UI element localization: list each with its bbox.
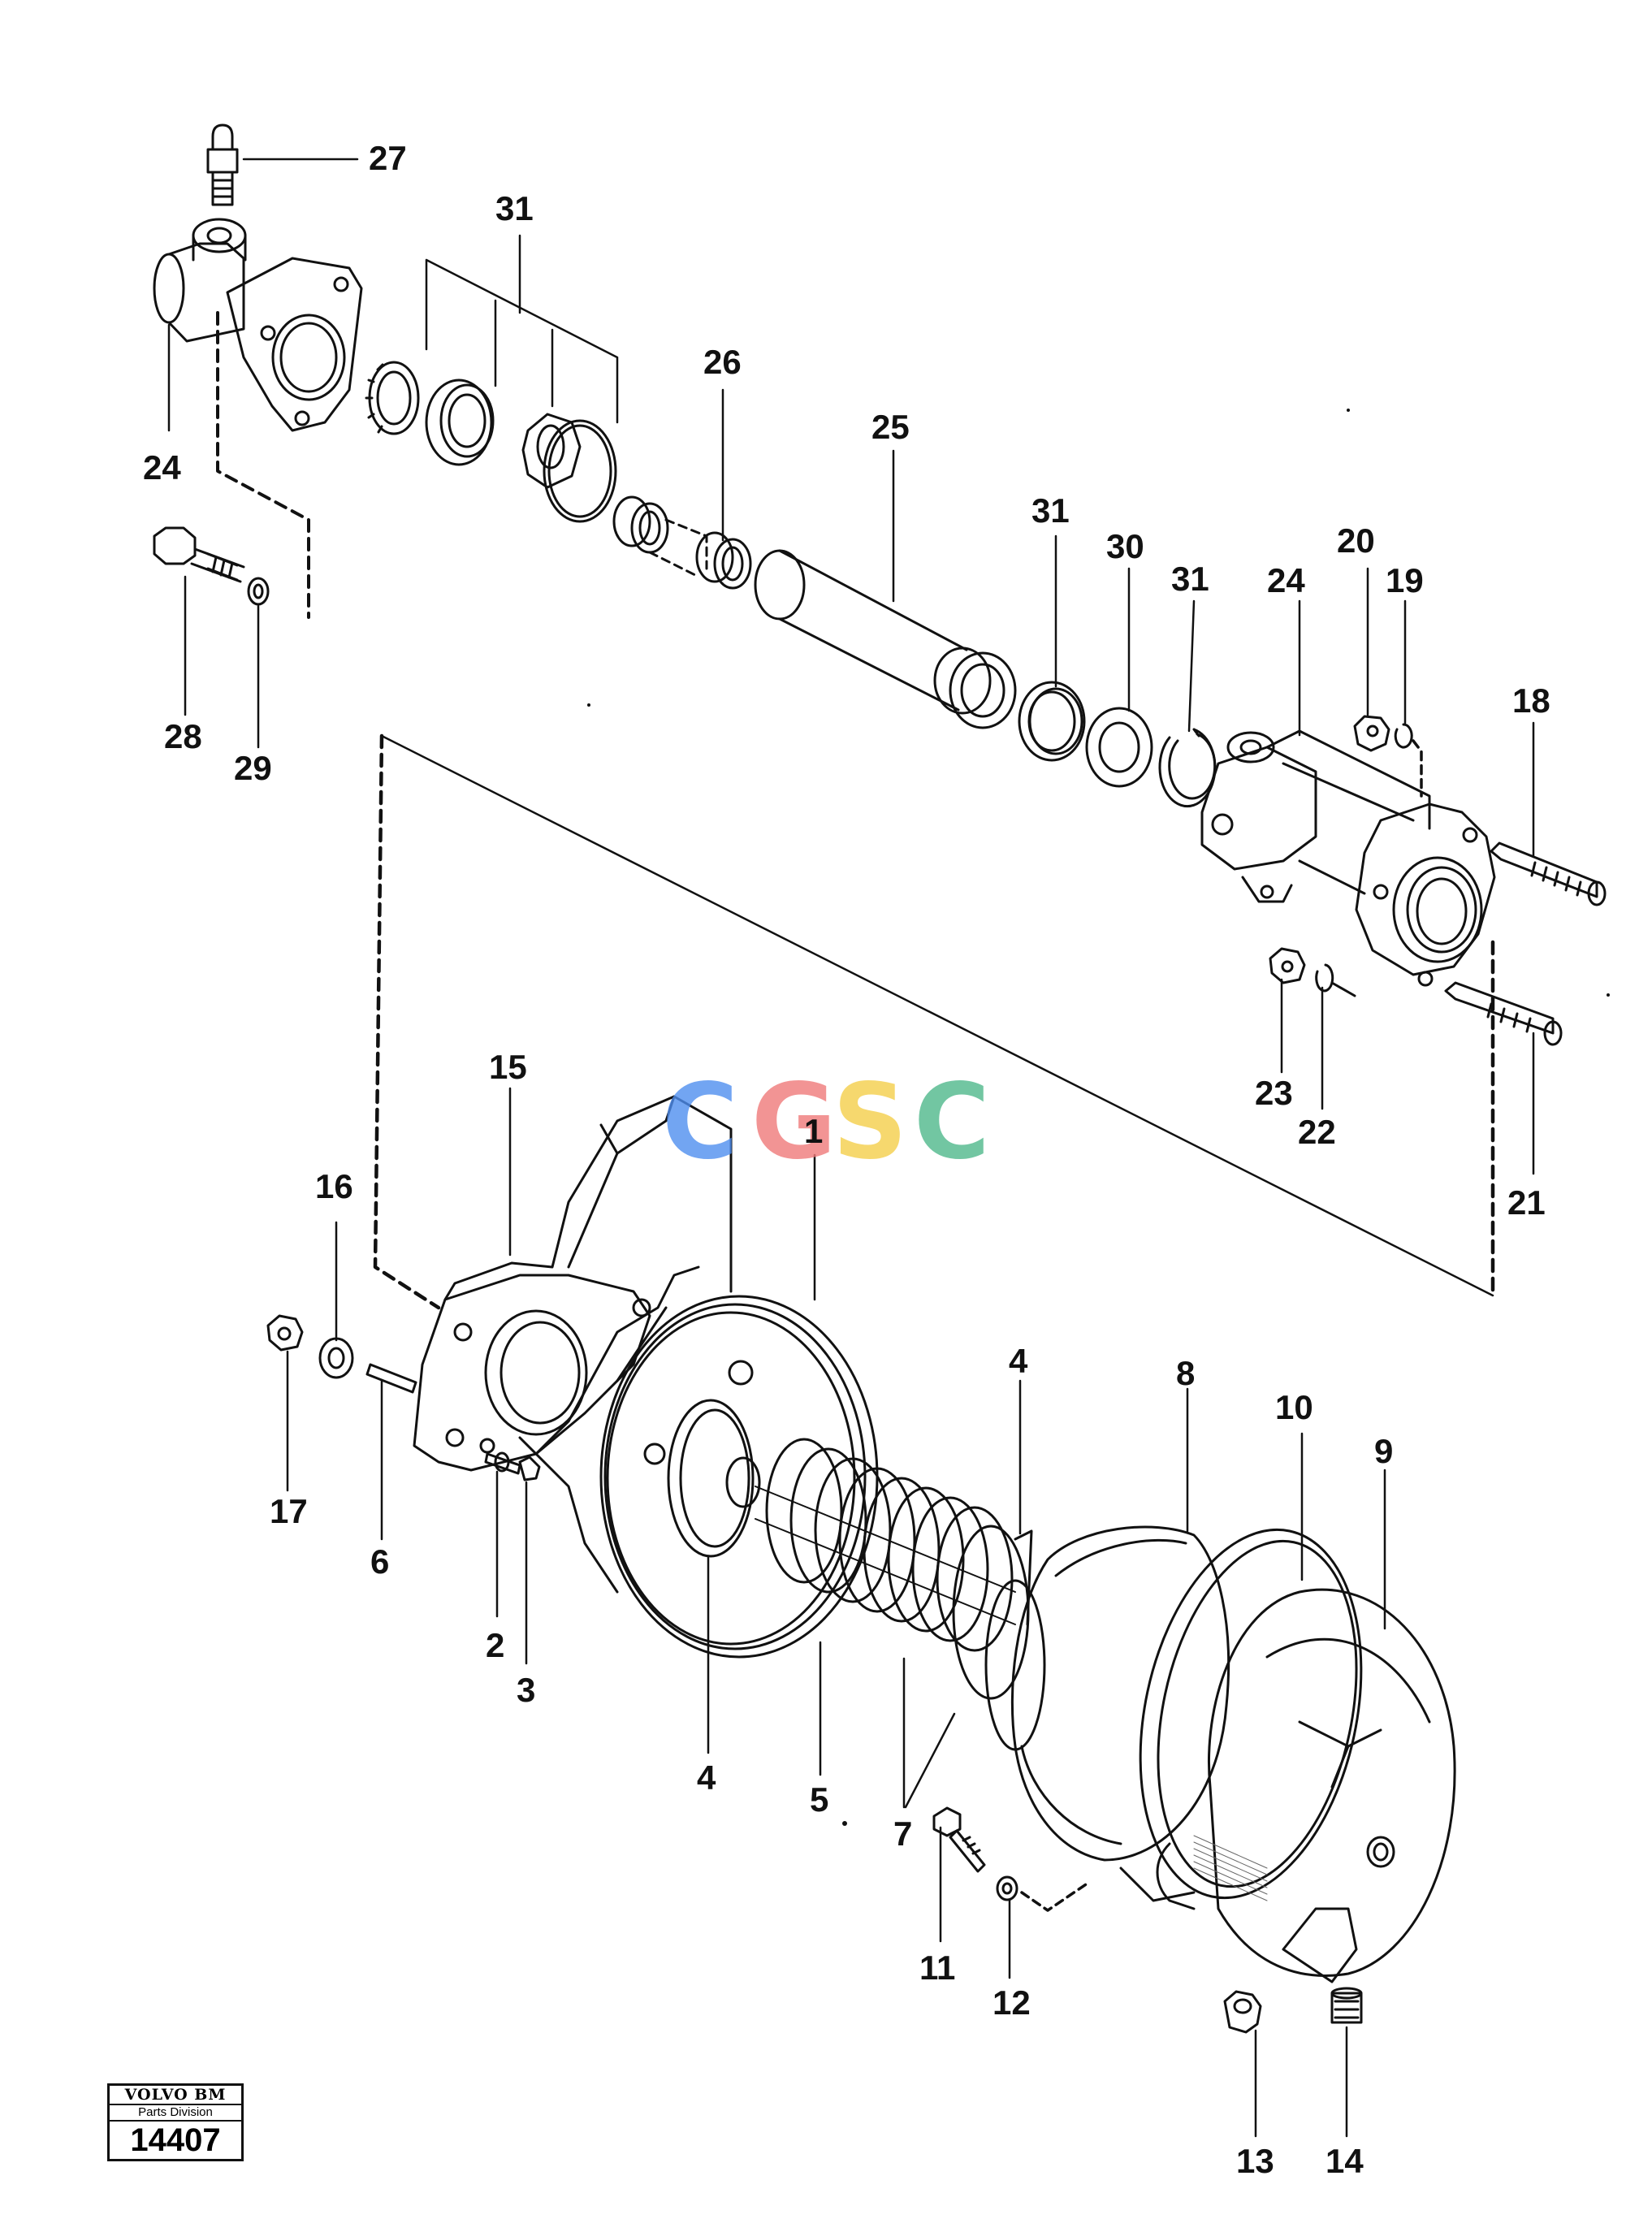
callout-14: 14 [1325, 2142, 1364, 2180]
nut-20 [1353, 715, 1390, 752]
callout-4-right: 4 [1009, 1342, 1028, 1380]
washer-2 [494, 1451, 510, 1473]
plug-14 [1330, 1987, 1363, 2024]
callout-9: 9 [1374, 1432, 1394, 1470]
callout-26: 26 [703, 343, 742, 381]
callout-25: 25 [871, 408, 910, 446]
watermark-letter-c2: C [914, 1062, 990, 1183]
callout-5: 5 [810, 1780, 829, 1819]
callout-31-b: 31 [1171, 560, 1209, 598]
stud-18 [1490, 841, 1607, 906]
callout-6: 6 [370, 1542, 390, 1581]
callout-10: 10 [1275, 1388, 1313, 1426]
watermark-letter-g: G [751, 1062, 837, 1183]
nut-17 [266, 1314, 304, 1352]
callout-12: 12 [992, 1983, 1031, 2022]
dash-19 [1412, 739, 1423, 798]
callout-7: 7 [893, 1815, 913, 1853]
callout-31-a: 31 [1031, 491, 1070, 530]
watermark-letter-s: S [832, 1062, 908, 1183]
watermark-letter-c1: C [662, 1062, 738, 1183]
callout-20: 20 [1337, 521, 1375, 560]
speck [842, 1821, 847, 1826]
disc-4-right [952, 1525, 1033, 1700]
seals-right [1018, 681, 1217, 808]
callout-18: 18 [1512, 681, 1550, 720]
callout-11: 11 [919, 1949, 956, 1987]
callout-19: 19 [1386, 561, 1424, 599]
callout-2: 2 [486, 1626, 505, 1664]
cylinder-body-right [1200, 729, 1496, 987]
callout-21: 21 [1507, 1183, 1546, 1222]
washer-22 [1315, 963, 1356, 997]
alignment-dash-large [373, 733, 441, 1310]
axis-line-diagonal [380, 734, 1494, 1297]
callout-24-left: 24 [143, 448, 181, 487]
grease-nipple [206, 123, 239, 206]
leader-7 [902, 1657, 956, 1809]
piston-25 [754, 549, 1017, 729]
pin-6 [365, 1363, 417, 1394]
washer-16 [318, 1337, 354, 1379]
speck [587, 703, 590, 707]
seal-kit-31 [365, 361, 617, 523]
callout-13: 13 [1236, 2142, 1274, 2180]
nut-23 [1269, 947, 1306, 984]
callout-17: 17 [270, 1492, 308, 1530]
parts-division-badge: VOLVO BM Parts Division 14407 [107, 2083, 244, 2161]
clamp-ring-10 [1119, 1528, 1363, 1902]
spring-5 [755, 1438, 1016, 1652]
washer-12 [996, 1875, 1018, 1901]
badge-brand: VOLVO BM [110, 2086, 241, 2105]
cylinder-body-left [153, 218, 363, 432]
bracket-31-top [425, 258, 619, 424]
bracket-15 [413, 1095, 733, 1594]
speck [1607, 993, 1610, 997]
bolt [153, 526, 245, 583]
callout-29: 29 [234, 749, 272, 787]
plate-1 [599, 1295, 879, 1659]
callout-4-left: 4 [697, 1758, 716, 1797]
screw-3 [484, 1452, 541, 1481]
badge-division: Parts Division [110, 2105, 241, 2122]
dash-12 [1020, 1881, 1090, 1912]
callout-22: 22 [1298, 1113, 1336, 1151]
diaphragm-8 [984, 1525, 1230, 1862]
callout-8: 8 [1176, 1354, 1196, 1392]
callout-23: 23 [1255, 1074, 1293, 1112]
fitting-13 [1223, 1990, 1262, 2034]
washer [247, 577, 270, 606]
cups-26 [612, 495, 752, 590]
callout-16: 16 [315, 1167, 353, 1205]
callout-31-top: 31 [495, 189, 534, 227]
screw-11 [932, 1806, 986, 1873]
alignment-dash-top [216, 311, 310, 619]
callout-28: 28 [164, 717, 202, 755]
washer-19 [1394, 723, 1413, 749]
speck [1347, 409, 1350, 412]
cover-9 [1156, 1588, 1456, 1983]
badge-number: 14407 [130, 2122, 221, 2158]
callout-1: 1 [804, 1112, 824, 1150]
leader-31-b [1187, 599, 1196, 733]
stud-21 [1444, 981, 1563, 1046]
callout-27: 27 [369, 139, 407, 177]
callout-24-right: 24 [1267, 561, 1305, 599]
disc-4-left [667, 1399, 761, 1558]
callout-3: 3 [517, 1671, 536, 1709]
callout-15: 15 [489, 1048, 527, 1086]
callout-30: 30 [1106, 527, 1144, 565]
